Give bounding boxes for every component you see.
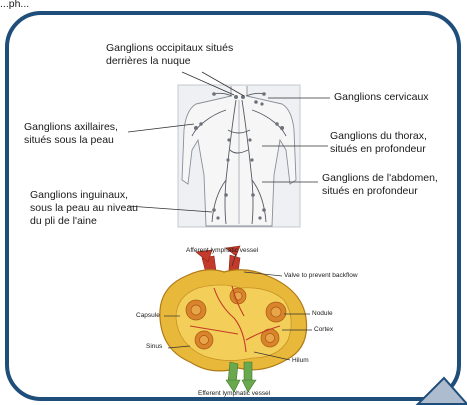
label-abdomen-line2: situés en profondeur: [322, 185, 438, 198]
label-inguinal-line2: sous la peau au niveau: [30, 202, 138, 215]
label-thorax-line2: situés en profondeur: [330, 143, 427, 156]
label-cervical-line1: Ganglions cervicaux: [334, 91, 429, 104]
label-inguinal-nodes: Ganglions inguinaux, sous la peau au niv…: [30, 189, 138, 228]
label-thorax-nodes: Ganglions du thorax, situés en profondeu…: [330, 130, 427, 156]
label-capsule: Capsule: [136, 312, 160, 320]
label-cortex: Cortex: [314, 326, 333, 334]
label-abdomen-nodes: Ganglions de l'abdomen, situés en profon…: [322, 172, 438, 198]
label-sinus: Sinus: [146, 343, 162, 351]
label-hilum: Hilum: [292, 357, 309, 365]
label-cervical-nodes: Ganglions cervicaux: [334, 91, 429, 104]
label-occipital-line2: derrières la nuque: [106, 55, 233, 68]
label-axillary-line1: Ganglions axillaires,: [24, 121, 118, 134]
label-afferent-vessel: Afferent lymphatic vessel: [186, 247, 258, 255]
label-inguinal-line3: du pli de l'aine: [30, 215, 138, 228]
label-abdomen-line1: Ganglions de l'abdomen,: [322, 172, 438, 185]
label-thorax-line1: Ganglions du thorax,: [330, 130, 427, 143]
label-occipital-nodes: Ganglions occipitaux situés derrières la…: [106, 42, 233, 68]
label-axillary-nodes: Ganglions axillaires, situés sous la pea…: [24, 121, 118, 147]
label-efferent-vessel: Efferent lymphatic vessel: [198, 390, 270, 398]
label-nodule: Nodule: [312, 310, 333, 318]
label-valve: Valve to prevent backflow: [284, 272, 358, 280]
label-inguinal-line1: Ganglions inguinaux,: [30, 189, 138, 202]
label-occipital-line1: Ganglions occipitaux situés: [106, 42, 233, 55]
label-axillary-line2: situés sous la peau: [24, 134, 118, 147]
